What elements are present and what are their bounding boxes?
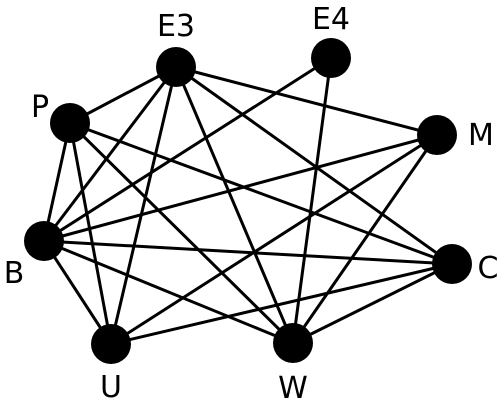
edge-p-u <box>68 121 113 346</box>
edge-m-u <box>109 133 439 346</box>
node-m <box>417 115 457 155</box>
node-label-e4: E4 <box>312 2 350 37</box>
edge-e3-w <box>174 65 295 345</box>
node-b <box>24 221 64 261</box>
edge-b-w <box>42 239 295 345</box>
nodes-group <box>24 38 472 364</box>
node-label-m: M <box>468 118 494 153</box>
edge-c-u <box>109 262 454 346</box>
edge-m-w <box>291 133 439 345</box>
edge-e3-u <box>109 65 178 346</box>
edges-group <box>42 56 454 346</box>
node-p <box>50 103 90 143</box>
node-c <box>432 244 472 284</box>
edge-e4-b <box>42 56 333 243</box>
node-label-e3: E3 <box>157 9 195 44</box>
edge-p-c <box>68 121 454 266</box>
edge-e3-b <box>42 65 178 243</box>
edge-c-w <box>291 262 454 345</box>
node-label-p: P <box>31 90 49 125</box>
edge-m-b <box>42 133 439 243</box>
edge-b-c <box>42 239 454 266</box>
node-e3 <box>156 47 196 87</box>
node-label-u: U <box>100 370 122 405</box>
node-label-c: C <box>478 251 499 286</box>
edge-b-u <box>42 239 113 346</box>
edge-e3-c <box>174 65 454 266</box>
node-label-w: W <box>278 371 308 406</box>
node-label-b: B <box>4 256 25 291</box>
edge-e4-w <box>291 56 333 345</box>
node-e4 <box>311 38 351 78</box>
edge-p-b <box>42 121 72 243</box>
labels-group: E3 E4P M B C U W <box>4 2 499 406</box>
edge-e3-m <box>174 65 439 137</box>
node-w <box>273 323 313 363</box>
node-u <box>91 324 131 364</box>
